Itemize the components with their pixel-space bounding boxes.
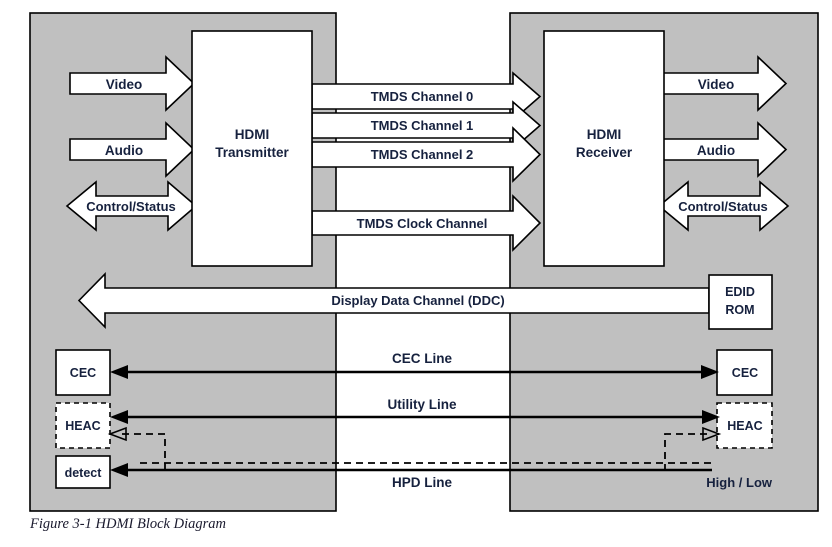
- sink-control-status-label: Control/Status: [678, 199, 768, 214]
- hdmi-transmitter-label-line1: HDMI: [235, 127, 270, 142]
- cec-line-left-arrowhead: [110, 365, 128, 379]
- hpd-line-label: HPD Line: [392, 475, 452, 490]
- heac-left-arrowhead: [107, 426, 127, 442]
- source-audio-label: Audio: [105, 143, 143, 158]
- source-cec-label: CEC: [70, 366, 96, 380]
- tmds-channel-1-label: TMDS Channel 1: [371, 118, 474, 133]
- ddc-arrow: [77, 272, 710, 329]
- sink-cec-box: [716, 349, 773, 396]
- hdmi-receiver-label-line2: Receiver: [576, 145, 633, 160]
- tmds-clock-channel-arrow: [311, 194, 542, 252]
- sink-audio-arrow: [662, 121, 788, 178]
- source-control-status-label: Control/Status: [86, 199, 176, 214]
- sink-audio-label: Audio: [697, 143, 735, 158]
- sink-video-label: Video: [698, 77, 735, 92]
- utility-line-right-arrowhead: [702, 410, 720, 424]
- source-audio-arrow: [69, 121, 196, 178]
- tmds-channel-1-arrow: [311, 100, 542, 151]
- source-cec-box: [55, 349, 111, 396]
- hpd-state-label: High / Low: [706, 475, 773, 490]
- ddc-label: Display Data Channel (DDC): [331, 293, 504, 308]
- tmds-channel-2-label: TMDS Channel 2: [371, 147, 474, 162]
- source-detect-label: detect: [65, 466, 103, 480]
- source-video-label: Video: [106, 77, 143, 92]
- source-heac-label: HEAC: [65, 419, 100, 433]
- tmds-clock-channel-label: TMDS Clock Channel: [357, 216, 488, 231]
- figure-caption: Figure 3-1 HDMI Block Diagram: [30, 516, 226, 532]
- cec-line-right-arrowhead: [701, 365, 719, 379]
- utility-line-group: [110, 410, 720, 424]
- sink-heac-label: HEAC: [727, 419, 762, 433]
- heac-dashed-branch-right: [664, 426, 722, 470]
- hpd-line-group: [110, 462, 712, 477]
- heac-dashed-branch-left: [107, 426, 166, 470]
- sink-heac-box: [716, 402, 773, 449]
- utility-line-left-arrowhead: [110, 410, 128, 424]
- source-video-arrow: [69, 55, 196, 112]
- edid-rom-label-line2: ROM: [725, 303, 754, 317]
- sink-cec-label: CEC: [732, 366, 758, 380]
- hdmi-receiver-box: [543, 30, 665, 267]
- hdmi-transmitter-label-line2: Transmitter: [215, 145, 289, 160]
- edid-rom-label-line1: EDID: [725, 285, 755, 299]
- tmds-channel-2-arrow: [311, 126, 542, 183]
- utility-line-label: Utility Line: [387, 397, 456, 412]
- edid-rom-box: [708, 274, 773, 330]
- cec-line-group: [110, 365, 719, 379]
- hdmi-transmitter-box: [191, 30, 313, 267]
- heac-right-arrowhead: [702, 426, 722, 442]
- source-detect-box: [55, 455, 111, 489]
- hpd-line-left-arrowhead: [110, 463, 128, 477]
- cec-line-label: CEC Line: [392, 351, 452, 366]
- tmds-channel-0-label: TMDS Channel 0: [371, 89, 474, 104]
- hdmi-receiver-label-line1: HDMI: [587, 127, 622, 142]
- source-heac-box: [55, 402, 111, 449]
- tmds-channel-0-arrow: [311, 71, 542, 122]
- sink-video-arrow: [662, 55, 788, 112]
- sink-control-status-arrow: [657, 180, 790, 232]
